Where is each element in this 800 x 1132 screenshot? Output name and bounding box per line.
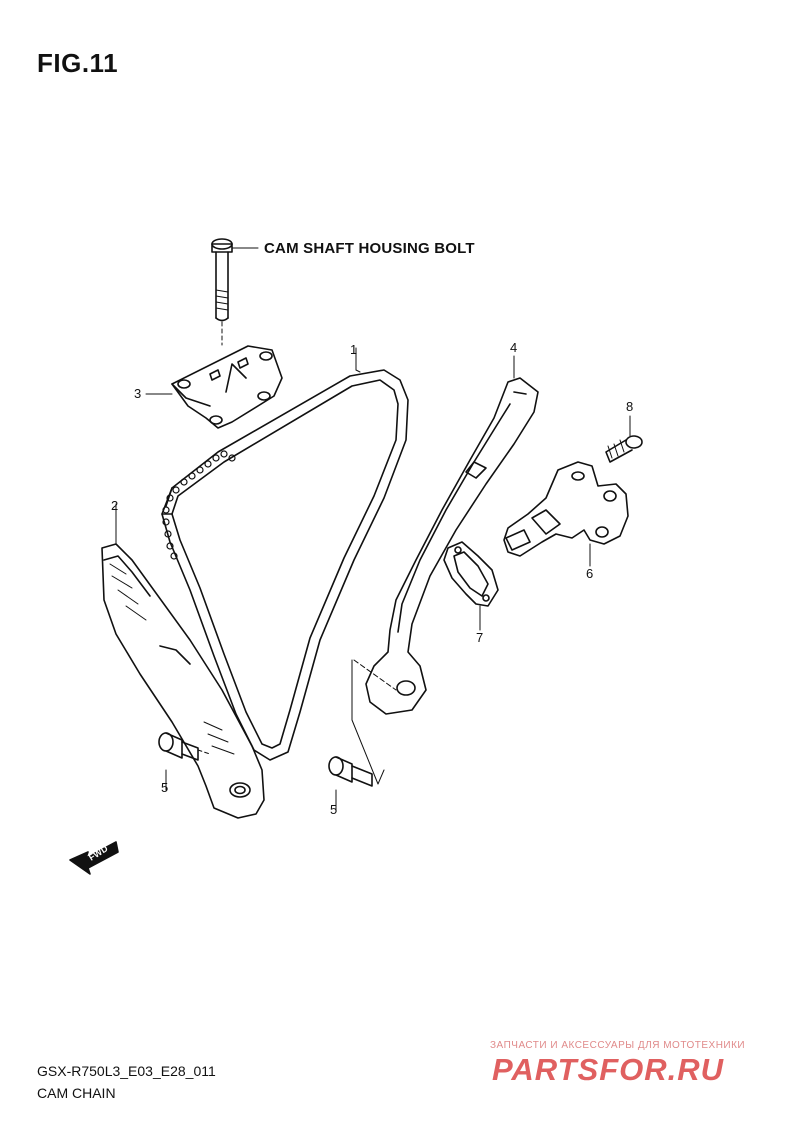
diagram-code: GSX-R750L3_E03_E28_011	[37, 1063, 216, 1079]
part-2-left-chain-guide	[101, 503, 265, 819]
part-5-guide-bolt-left	[158, 732, 211, 791]
callout-6: 6	[586, 566, 594, 581]
diagram-name: CAM CHAIN	[37, 1085, 116, 1101]
part-5-guide-bolt-right	[328, 756, 373, 811]
cam-shaft-housing-bolt	[211, 238, 259, 346]
callout-3: 3	[134, 386, 142, 401]
watermark-tagline: ЗАПЧАСТИ И АКСЕССУАРЫ ДЛЯ МОТОТЕХНИКИ	[490, 1040, 746, 1051]
callout-1: 1	[350, 342, 358, 357]
part-6-cam-chain-tensioner	[503, 461, 629, 567]
callout-4: 4	[510, 340, 518, 355]
cam-shaft-housing-bolt-label: CAM SHAFT HOUSING BOLT	[264, 240, 475, 257]
callout-5-left: 5	[161, 780, 169, 795]
callout-5-right: 5	[330, 802, 338, 817]
part-7-tensioner-gasket	[443, 541, 499, 631]
part-8-tensioner-bolt	[605, 415, 643, 463]
figure-title: FIG.11	[37, 48, 119, 78]
callout-8: 8	[626, 399, 634, 414]
part-4-tensioner-guide	[365, 355, 539, 715]
part-3-upper-chain-guide	[145, 345, 283, 429]
callout-7: 7	[476, 630, 484, 645]
fwd-arrow-icon	[69, 841, 119, 875]
part-1-cam-chain	[161, 347, 409, 761]
watermark-logo: PARTSFOR.RU	[492, 1052, 725, 1087]
callout-2: 2	[111, 498, 119, 513]
